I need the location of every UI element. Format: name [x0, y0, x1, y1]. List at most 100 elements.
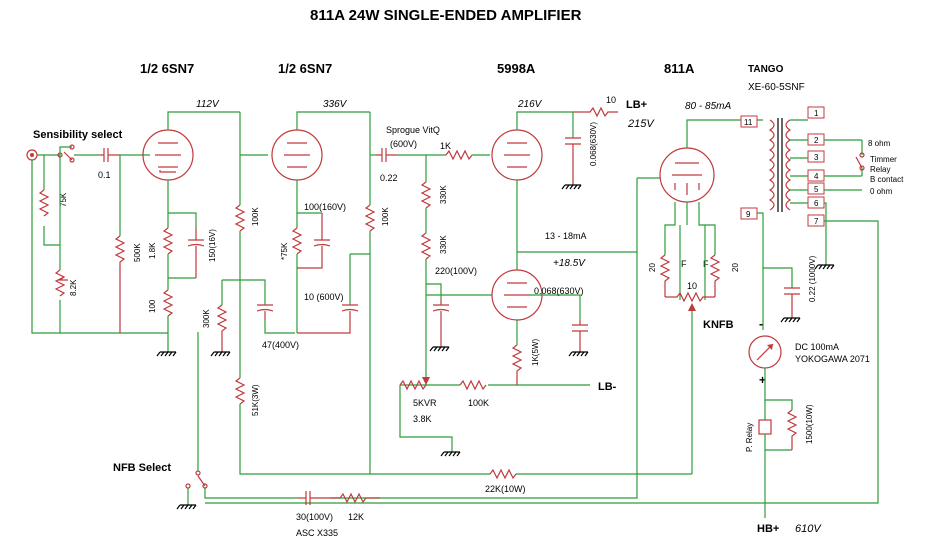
- svg-text:100K: 100K: [381, 207, 390, 226]
- svg-text:330K: 330K: [439, 185, 448, 204]
- resistor-1k-grid: [445, 149, 473, 161]
- svg-text:47(400V): 47(400V): [262, 340, 299, 350]
- svg-text:10 (600V): 10 (600V): [304, 292, 344, 302]
- capacitor-100uf: [297, 213, 331, 269]
- ammeter: [748, 335, 782, 369]
- svg-text:30(100V): 30(100V): [296, 512, 333, 522]
- svg-text:216V: 216V: [517, 99, 543, 110]
- svg-text:10: 10: [606, 95, 616, 105]
- svg-text:20: 20: [648, 263, 657, 272]
- tube-label-v2: 1/2 6SN7: [278, 61, 332, 76]
- svg-text:80 - 85mA: 80 - 85mA: [685, 101, 731, 112]
- capacitor-47uf: [256, 304, 274, 320]
- svg-text:100: 100: [148, 299, 157, 313]
- nfb-switch: [185, 470, 208, 489]
- svg-text:75K: 75K: [59, 192, 68, 207]
- svg-text:500K: 500K: [133, 243, 142, 262]
- resistor-10-hum: [665, 291, 715, 303]
- resistor-10-lbplus: [573, 106, 618, 118]
- resistor-12k: [339, 492, 380, 504]
- svg-text:5: 5: [814, 185, 819, 194]
- resistor-75k-v2: [291, 227, 303, 255]
- svg-text:ASC X335: ASC X335: [296, 528, 338, 538]
- svg-text:+18.5V: +18.5V: [553, 258, 586, 269]
- capacitor-0-1: [100, 148, 120, 162]
- svg-text:330K: 330K: [439, 235, 448, 254]
- svg-text:336V: 336V: [323, 99, 348, 110]
- resistor-100k-bias: [459, 379, 487, 391]
- svg-text:-: -: [759, 317, 763, 331]
- svg-text:LB-: LB-: [598, 381, 617, 393]
- svg-text:4: 4: [814, 172, 819, 181]
- capacitor-022-1000v: [784, 287, 800, 318]
- tube-v2: [271, 129, 323, 181]
- svg-text:3.8K: 3.8K: [413, 414, 432, 424]
- svg-text:300K: 300K: [202, 309, 211, 328]
- svg-text:Relay: Relay: [870, 165, 890, 174]
- pin-11-box: [740, 115, 758, 128]
- nfb-select-label: NFB Select: [113, 462, 171, 474]
- resistor-1k8: [162, 227, 174, 255]
- tube-label-v3: 5998A: [497, 61, 536, 76]
- resistor-300k: [216, 304, 228, 352]
- svg-text:0.22 (1000V): 0.22 (1000V): [808, 255, 817, 302]
- svg-text:0 ohm: 0 ohm: [870, 187, 893, 196]
- svg-text:10: 10: [687, 281, 697, 291]
- svg-text:B contact: B contact: [870, 175, 904, 184]
- svg-text:11: 11: [744, 118, 753, 127]
- resistor-20-a: [659, 254, 671, 297]
- tube-label-v4: 811A: [664, 61, 695, 76]
- svg-text:F: F: [681, 259, 687, 269]
- capacitor-30uf: [298, 491, 340, 505]
- ground-symbol: [156, 351, 177, 357]
- resistor-1500: [786, 409, 798, 450]
- potentiometer-5kvr: [399, 379, 427, 391]
- svg-text:6: 6: [814, 199, 819, 208]
- svg-text:*75K: *75K: [280, 242, 289, 260]
- resistor-22k: [489, 468, 517, 480]
- svg-text:13 - 18mA: 13 - 18mA: [545, 231, 587, 241]
- svg-text:1.8K: 1.8K: [148, 242, 157, 259]
- svg-text:Timmer: Timmer: [870, 155, 897, 164]
- svg-text:22K(10W): 22K(10W): [485, 484, 526, 494]
- svg-text:+: +: [759, 373, 766, 387]
- transformer-brand: TANGO: [748, 64, 784, 75]
- resistor-100k-v1-plate: [234, 204, 246, 232]
- svg-text:DC 100mA: DC 100mA: [795, 342, 839, 352]
- svg-text:610V: 610V: [795, 523, 822, 535]
- svg-text:20: 20: [731, 263, 740, 272]
- svg-text:8 ohm: 8 ohm: [868, 139, 891, 148]
- input-jack: [26, 149, 38, 161]
- capacitor-150uf: [187, 228, 205, 278]
- svg-text:51K(3W): 51K(3W): [251, 384, 260, 416]
- svg-text:9: 9: [746, 210, 751, 219]
- svg-text:215V: 215V: [627, 118, 655, 130]
- capacitor-0068-b: [572, 320, 588, 352]
- resistor-500k: [114, 235, 126, 333]
- svg-text:5KVR: 5KVR: [413, 398, 437, 408]
- resistor-8k2: [54, 269, 68, 297]
- tube-v1: [142, 129, 194, 181]
- svg-text:112V: 112V: [196, 99, 220, 110]
- resistor-75k-input: [38, 189, 50, 217]
- output-transformer: [768, 118, 792, 212]
- svg-text:1K: 1K: [440, 141, 451, 151]
- svg-text:100K: 100K: [468, 398, 489, 408]
- svg-text:220(100V): 220(100V): [435, 266, 477, 276]
- svg-text:LB+: LB+: [626, 99, 647, 111]
- resistor-330k-b: [420, 232, 432, 260]
- capacitor-sprogue: [376, 148, 398, 162]
- svg-text:1500(10W): 1500(10W): [805, 404, 814, 444]
- resistor-330k-a: [420, 181, 432, 209]
- svg-text:100(160V): 100(160V): [304, 202, 346, 212]
- capacitor-10uf: [297, 304, 359, 334]
- capacitor-0068-a: [565, 137, 581, 185]
- tube-label-v1: 1/2 6SN7: [140, 61, 194, 76]
- svg-text:12K: 12K: [348, 512, 364, 522]
- tube-v4-811a: [659, 147, 715, 203]
- tube-v3-upper: [491, 129, 543, 181]
- svg-text:F: F: [703, 259, 709, 269]
- transformer-model: XE-60-5SNF: [748, 82, 805, 93]
- svg-text:0.068(630V): 0.068(630V): [534, 286, 584, 296]
